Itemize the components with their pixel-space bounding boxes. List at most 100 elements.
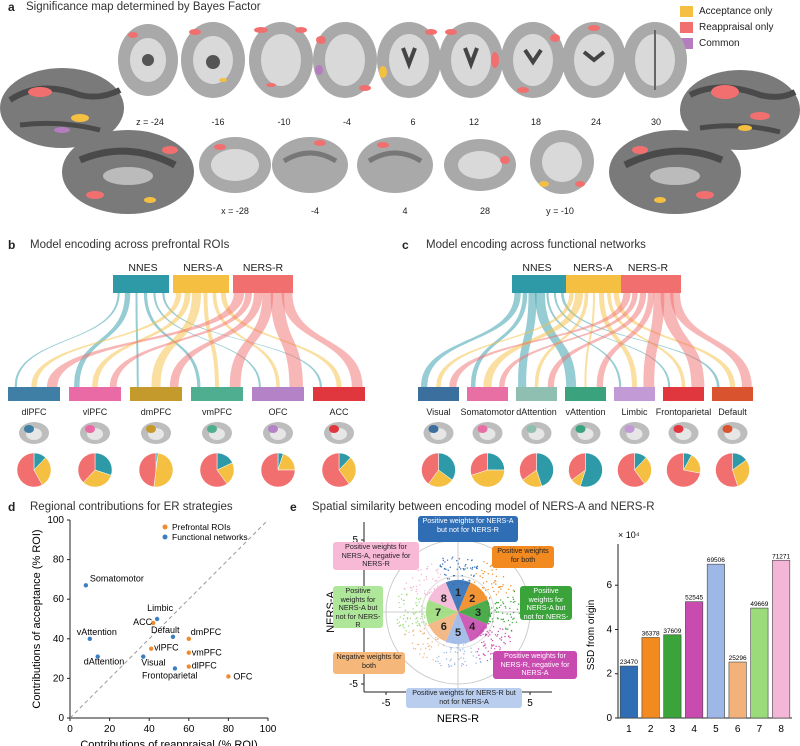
d-point — [95, 654, 100, 659]
e-sector-number: 2 — [469, 593, 475, 605]
d-point-label: dlPFC — [192, 661, 218, 671]
b-source-box-3 — [233, 275, 293, 293]
e-weight-dot — [425, 622, 427, 625]
panel-b-title: Model encoding across prefrontal ROIs — [30, 239, 230, 251]
e-weight-dot — [461, 584, 463, 586]
b-flow — [151, 293, 202, 387]
e-weight-dot — [420, 605, 423, 607]
e-weight-dot — [495, 568, 497, 571]
sagittal-label-2: -4 — [310, 206, 319, 216]
c-pie-slice — [715, 452, 739, 488]
e-sector-number: 3 — [475, 607, 481, 619]
b-target-bar — [130, 387, 182, 401]
e-weight-dot — [428, 597, 431, 599]
e-weight-dot — [463, 653, 465, 655]
e-weight-dot — [423, 616, 426, 619]
bar-8 — [772, 559, 791, 719]
e-weight-dot — [420, 648, 422, 650]
e-sector — [458, 612, 488, 642]
d-point-label: ACC — [133, 617, 153, 627]
e-weight-dot — [462, 657, 465, 660]
c-pie-slice — [421, 452, 439, 485]
e-weight-dot — [503, 620, 505, 623]
b-source-box-2 — [173, 275, 229, 293]
d-xtick-label: 60 — [183, 724, 195, 735]
e-weight-dot — [398, 595, 400, 598]
e-weight-dot — [425, 624, 427, 626]
e-weight-dot — [445, 568, 447, 571]
c-target-label: Default — [718, 407, 747, 417]
e-weight-dot — [499, 648, 501, 651]
b-flow — [169, 293, 263, 387]
brain-maps — [0, 22, 800, 214]
e-weight-dot — [476, 565, 479, 568]
e-weight-dot — [451, 640, 454, 643]
e-weight-dot — [512, 596, 514, 598]
e-weight-dot — [484, 643, 486, 645]
e-weight-dot — [499, 647, 502, 649]
b-flow — [153, 293, 261, 387]
e-weight-dot — [453, 663, 456, 666]
e-weight-dot — [476, 651, 479, 653]
c-flow — [584, 293, 595, 387]
c-pie-slice — [568, 452, 586, 481]
bar-multiplier: × 10⁴ — [618, 530, 640, 540]
e-weight-dot — [419, 597, 422, 600]
e-weight-dot — [462, 640, 465, 643]
e-weight-dot — [415, 618, 417, 620]
box-sector-3: Positive weights for NERS-A but not for … — [520, 586, 572, 629]
c-brain-roi — [526, 425, 537, 433]
b-flow — [281, 293, 363, 387]
e-weight-dot — [463, 650, 466, 652]
c-pie-slice — [438, 452, 456, 481]
c-target-bar — [712, 387, 753, 401]
e-weight-dot — [499, 638, 501, 640]
c-brain-roi — [722, 425, 733, 433]
e-weight-dot — [513, 589, 515, 591]
bar-7 — [750, 607, 769, 719]
e-weight-dot — [513, 590, 516, 593]
e-weight-dot — [506, 613, 508, 615]
e-weight-dot — [512, 611, 515, 614]
e-weight-dot — [491, 569, 493, 571]
e-weight-dot — [462, 663, 465, 666]
e-weight-dot — [509, 640, 511, 643]
e-weight-dot — [469, 636, 471, 638]
e-weight-dot — [496, 617, 499, 619]
e-weight-dot — [444, 573, 446, 576]
e-ytick-label: -5 — [349, 679, 358, 690]
e-weight-dot — [417, 569, 420, 572]
e-weight-dot — [422, 633, 424, 635]
e-weight-dot — [483, 625, 485, 628]
e-weight-dot — [464, 568, 466, 570]
b-source-nnes: NNES — [128, 262, 158, 274]
e-weight-dot — [442, 559, 445, 562]
d-point-label: dAttention — [84, 657, 125, 667]
c-source-box-2 — [566, 275, 622, 293]
c-flow — [483, 293, 584, 387]
e-weight-dot — [482, 630, 484, 632]
e-weight-dot — [449, 659, 451, 662]
e-weight-dot — [500, 639, 503, 641]
c-source-box-1 — [512, 275, 568, 293]
e-weight-dot — [457, 563, 459, 565]
e-weight-dot — [507, 619, 510, 622]
e-weight-dot — [418, 601, 420, 603]
d-ytick-label: 80 — [53, 555, 65, 566]
e-weight-dot — [502, 576, 505, 578]
e-weight-dot — [412, 612, 415, 614]
e-weight-dot — [482, 653, 484, 655]
e-weight-dot — [484, 654, 486, 657]
e-weight-dot — [458, 658, 460, 660]
e-weight-dot — [499, 628, 501, 630]
d-point-label: Default — [151, 625, 180, 635]
b-brain-roi — [146, 425, 156, 433]
e-weight-dot — [406, 618, 409, 620]
e-weight-dot — [473, 581, 476, 583]
e-weight-dot — [485, 581, 488, 583]
b-target-bar — [313, 387, 365, 401]
e-weight-dot — [482, 582, 485, 584]
e-weight-dot — [470, 647, 472, 649]
axial-label-4: -4 — [342, 117, 351, 127]
box-sector-4: Positive weights for NERS-R, negative fo… — [493, 651, 577, 679]
